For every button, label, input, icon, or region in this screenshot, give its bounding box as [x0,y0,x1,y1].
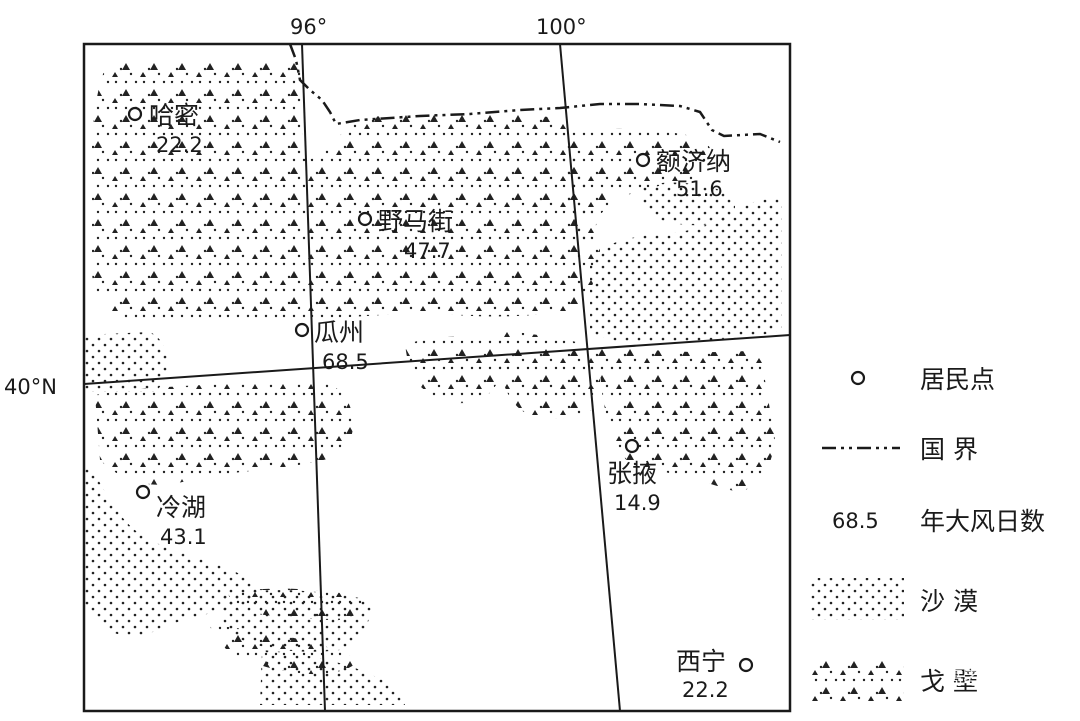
lon-96-label: 96° [290,15,327,39]
legend-label: 年大风日数 [920,507,1045,536]
gobi-area [228,588,363,621]
map-frame [82,42,792,713]
settlement-yemajie: 野马街 47.7 [357,207,453,263]
lat-40-label: 40°N [4,375,57,399]
national-border [288,43,781,144]
settlement-marker [357,211,373,227]
desert-area [84,461,262,636]
gobi-area [95,383,354,485]
legend-item-wind-days: 68.5 年大风日数 [832,507,1045,536]
settlement-guazhou: 瓜州 68.5 [294,318,369,374]
settlement-marker [738,657,754,673]
settlement-lenghu: 冷湖 43.1 [135,484,207,549]
settlement-marker [294,322,310,338]
settlement-marker [127,106,143,122]
wind-days-value: 68.5 [322,350,369,374]
settlement-marker [135,484,151,500]
desert-area [84,332,168,392]
settlement-ejina: 额济纳 51.6 [635,147,731,201]
legend-item-gobi: 戈 壁 [810,660,978,702]
settlement-xining: 西宁 22.2 [676,647,754,702]
legend-label: 沙 漠 [920,587,978,616]
settlement-marker-icon [850,370,866,386]
settlement-marker [635,152,651,168]
settlement-marker [624,438,640,454]
meridian-100 [559,43,621,712]
legend-item-settlement: 居民点 [850,365,995,394]
watermark: 高考直通车 [944,667,1039,689]
gobi-area [560,128,713,256]
wind-days-value: 14.9 [614,491,661,515]
desert-swatch-icon [810,578,904,620]
settlement-name: 哈密 [149,101,199,130]
wind-days-value: 51.6 [676,177,723,201]
legend-label: 居民点 [920,365,995,394]
settlement-name: 西宁 [676,647,726,676]
legend-item-border: 国 界 [822,435,978,464]
terrain-layer [84,60,782,705]
gobi-area [92,60,600,322]
settlement-name: 额济纳 [656,147,731,176]
wind-days-value: 22.2 [156,133,203,157]
meridian-96 [301,43,326,712]
wind-days-value: 47.7 [404,239,451,263]
wind-days-value: 22.2 [682,678,729,702]
legend-label: 国 界 [920,435,978,464]
desert-area [590,198,782,344]
settlement-hami: 哈密 22.2 [127,101,203,157]
legend: 居民点 国 界 68.5 年大风日数 沙 漠 戈 壁 [810,365,1045,702]
gobi-area [498,330,600,419]
parallel-40 [83,334,791,385]
legend-item-desert: 沙 漠 [810,578,978,620]
gobi-area [599,345,775,491]
desert-area [640,182,735,226]
lon-100-label: 100° [536,15,587,39]
settlement-zhangye: 张掖 14.9 [607,438,661,515]
legend-label: 戈 壁 [920,667,978,696]
gobi-swatch-icon [810,660,904,702]
wind-days-value: 43.1 [160,525,207,549]
settlement-name: 张掖 [607,459,657,488]
settlement-name: 野马街 [378,207,453,236]
settlement-name: 瓜州 [314,318,364,347]
legend-sample-value: 68.5 [832,509,879,533]
gobi-area [405,336,504,404]
settlement-name: 冷湖 [156,493,206,522]
